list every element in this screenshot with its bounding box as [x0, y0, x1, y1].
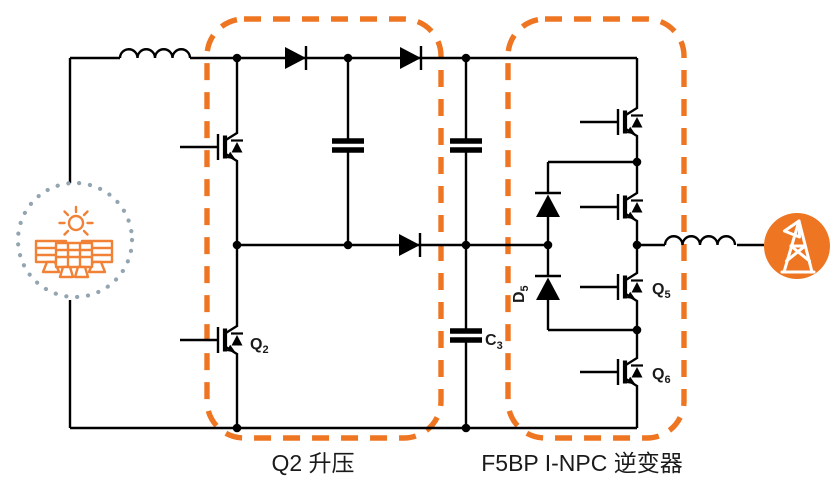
- output-inductor: [663, 235, 737, 247]
- label-q2: Q2: [250, 336, 269, 356]
- dc-link-capacitor-upper: [450, 141, 482, 150]
- label-q6: Q6: [652, 366, 671, 386]
- boost-diode-2: [398, 44, 423, 72]
- boost-igbt-upper: [180, 125, 243, 169]
- solar-panels-icon: [34, 239, 114, 279]
- junction-dots: [232, 53, 642, 433]
- boost-igbt-q2: [180, 318, 243, 362]
- inverter-section-outline: [505, 16, 687, 441]
- label-q5: Q5: [652, 281, 671, 301]
- transmission-tower-icon: [780, 219, 816, 274]
- inverter-igbt-second: [580, 185, 643, 229]
- boost-section-outline: [204, 16, 444, 441]
- inverter-igbt-q5: [580, 265, 643, 309]
- dotted-ring: [15, 180, 135, 300]
- boost-section-label: Q2 升压: [271, 450, 354, 476]
- label-d5: D5: [511, 285, 531, 303]
- inverter-igbt-q6: [580, 350, 643, 394]
- clamp-diode-upper: [533, 191, 563, 219]
- section-outlines: [204, 16, 687, 441]
- label-c3: C3: [485, 332, 503, 352]
- inverter-igbt-top: [580, 100, 643, 144]
- dc-link-capacitor-c3: [450, 331, 482, 340]
- clamp-diode-d5: [533, 274, 563, 302]
- solar-pv-array-icon: [15, 180, 135, 300]
- input-inductor: [118, 48, 192, 60]
- neutral-bus-diode: [397, 231, 422, 259]
- sun-icon: [58, 205, 94, 236]
- boost-capacitor: [332, 141, 364, 150]
- boost-diode-1: [283, 44, 308, 72]
- inverter-section-label: F5BP I-NPC 逆变器: [481, 450, 683, 476]
- utility-grid-tower-icon: [764, 213, 830, 279]
